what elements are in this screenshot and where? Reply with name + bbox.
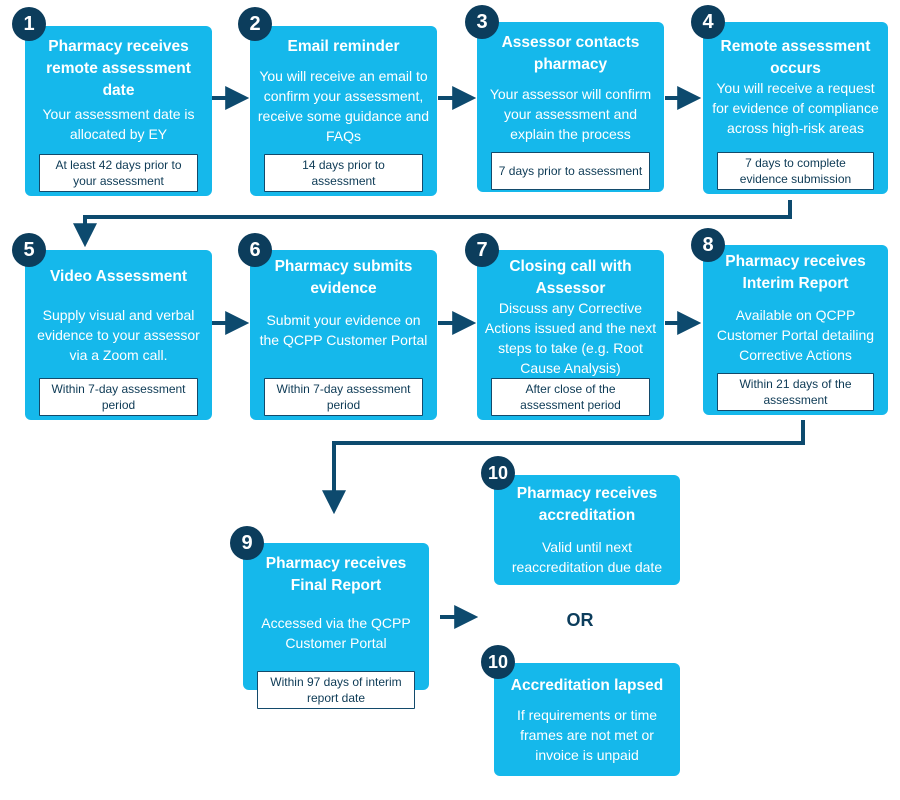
arrow-4-to-5 <box>73 200 792 248</box>
step-9-description: Accessed via the QCPP Customer Portal <box>261 615 411 651</box>
step-1-description: Your assessment date is allocated by EY <box>42 106 195 142</box>
step-1-number-badge: 1 <box>12 7 46 41</box>
step-5-number-badge: 5 <box>12 233 46 267</box>
step-5-title: Video Assessment <box>50 268 187 285</box>
step-3-description: Your assessor will confirm your assessme… <box>489 86 652 142</box>
arrow-8-to-9 <box>322 420 805 515</box>
or-label: OR <box>566 610 594 630</box>
step-6-timing: Within 7-day assessment period <box>264 378 423 416</box>
step-7-description: Discuss any Corrective Actions issued an… <box>484 300 657 376</box>
step-3-box: Assessor contacts pharmacy Your assessor… <box>477 22 664 192</box>
outcome-lapsed-description: If requirements or time frames are not m… <box>516 707 658 763</box>
step-4-description: You will receive a request for evidence … <box>712 80 879 136</box>
step-9-box: Pharmacy receives Final Report Accessed … <box>243 543 429 709</box>
step-1-timing: At least 42 days prior to your assessmen… <box>39 154 198 192</box>
outcome-accreditation-title: Pharmacy receives accreditation <box>516 485 658 524</box>
step-9-timing: Within 97 days of interim report date <box>257 671 415 709</box>
step-4-timing: 7 days to complete evidence submission <box>717 152 874 190</box>
outcome-lapsed-title: Accreditation lapsed <box>510 677 664 694</box>
step-8-box: Pharmacy receives Interim Report Availab… <box>703 245 888 415</box>
step-2-title: Email reminder <box>287 38 400 55</box>
step-7-title: Closing call with Assessor <box>509 258 632 297</box>
step-3-timing: 7 days prior to assessment <box>491 152 650 190</box>
outcome-accreditation-number-badge: 10 <box>481 456 515 490</box>
step-6-number-badge: 6 <box>238 233 272 267</box>
step-2-number-badge: 2 <box>238 7 272 41</box>
step-6-description: Submit your evidence on the QCPP Custome… <box>259 312 428 348</box>
step-7-number-badge: 7 <box>465 233 499 267</box>
step-5-box: Video Assessment Supply visual and verba… <box>25 250 212 420</box>
step-4-title: Remote assessment occurs <box>720 38 871 77</box>
step-3-number-badge: 3 <box>465 5 499 39</box>
outcome-accreditation-box: Pharmacy receives accreditation Valid un… <box>494 475 680 585</box>
step-1-box: Pharmacy receives remote assessment date… <box>25 26 212 196</box>
step-7-box: Closing call with Assessor Discuss any C… <box>477 250 664 420</box>
step-4-number-badge: 4 <box>691 5 725 39</box>
step-6-box: Pharmacy submits evidence Submit your ev… <box>250 250 437 420</box>
step-8-title: Pharmacy receives Interim Report <box>725 253 866 292</box>
step-8-description: Available on QCPP Customer Portal detail… <box>716 307 875 363</box>
step-5-timing: Within 7-day assessment period <box>39 378 198 416</box>
outcome-lapsed-number-badge: 10 <box>481 645 515 679</box>
outcome-lapsed-box: Accreditation lapsed If requirements or … <box>494 663 680 776</box>
step-2-timing: 14 days prior to assessment <box>264 154 423 192</box>
step-4-box: Remote assessment occurs You will receiv… <box>703 22 888 194</box>
step-8-number-badge: 8 <box>691 228 725 262</box>
step-2-box: Email reminder You will receive an email… <box>250 26 437 196</box>
step-9-title: Pharmacy receives Final Report <box>265 555 407 594</box>
step-2-description: You will receive an email to confirm you… <box>257 68 430 144</box>
step-6-title: Pharmacy submits evidence <box>274 258 413 297</box>
step-8-timing: Within 21 days of the assessment <box>717 373 874 411</box>
step-3-title: Assessor contacts pharmacy <box>501 34 640 73</box>
step-1-title: Pharmacy receives remote assessment date <box>46 38 191 99</box>
step-9-number-badge: 9 <box>230 526 264 560</box>
step-7-timing: After close of the assessment period <box>491 378 650 416</box>
outcome-accreditation-description: Valid until next reaccreditation due dat… <box>511 539 663 575</box>
step-5-description: Supply visual and verbal evidence to you… <box>37 307 200 363</box>
